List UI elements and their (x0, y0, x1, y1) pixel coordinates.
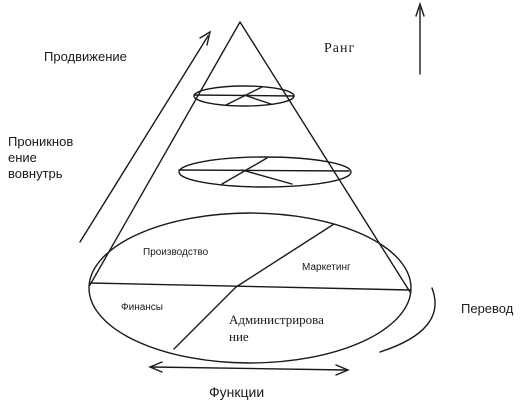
double-arrow-left-head (148, 361, 163, 373)
label-penetration-3: вовнутрь (8, 166, 63, 181)
upper-disc-line-3 (243, 94, 272, 105)
middle-disc-line-3 (241, 169, 293, 185)
up-arrow-head (415, 1, 425, 17)
sector-marketing: Маркетинг (302, 262, 351, 273)
sector-administration-2: ние (229, 329, 249, 344)
cone-right-side (239, 21, 411, 293)
transfer-arc (379, 287, 436, 353)
cone-left-side (89, 21, 241, 286)
cone-base-ellipse (88, 212, 412, 364)
base-divider-horizontal (89, 282, 411, 291)
sector-administration-1: Администрирова (229, 312, 324, 327)
double-arrow-right-head (335, 364, 350, 376)
sector-finance: Финансы (121, 302, 163, 313)
label-functions: Функции (209, 384, 265, 400)
diagonal-arrow-head (199, 30, 212, 46)
label-penetration-2: ение (8, 150, 37, 165)
double-headed-arrow-icon (151, 366, 347, 371)
base-divider-lower (173, 286, 237, 350)
label-penetration-1: Проникнов (8, 134, 74, 149)
middle-level-ellipse (178, 156, 352, 188)
base-divider-upper (235, 223, 335, 288)
middle-disc-line-1 (178, 169, 350, 172)
label-rank: Ранг (324, 41, 356, 56)
label-transfer: Перевод (461, 301, 514, 316)
label-promotion: Продвижение (44, 49, 127, 64)
diagonal-arrow-icon (79, 35, 209, 243)
upper-disc-line-2 (225, 86, 263, 106)
sector-production: Производство (143, 247, 209, 258)
